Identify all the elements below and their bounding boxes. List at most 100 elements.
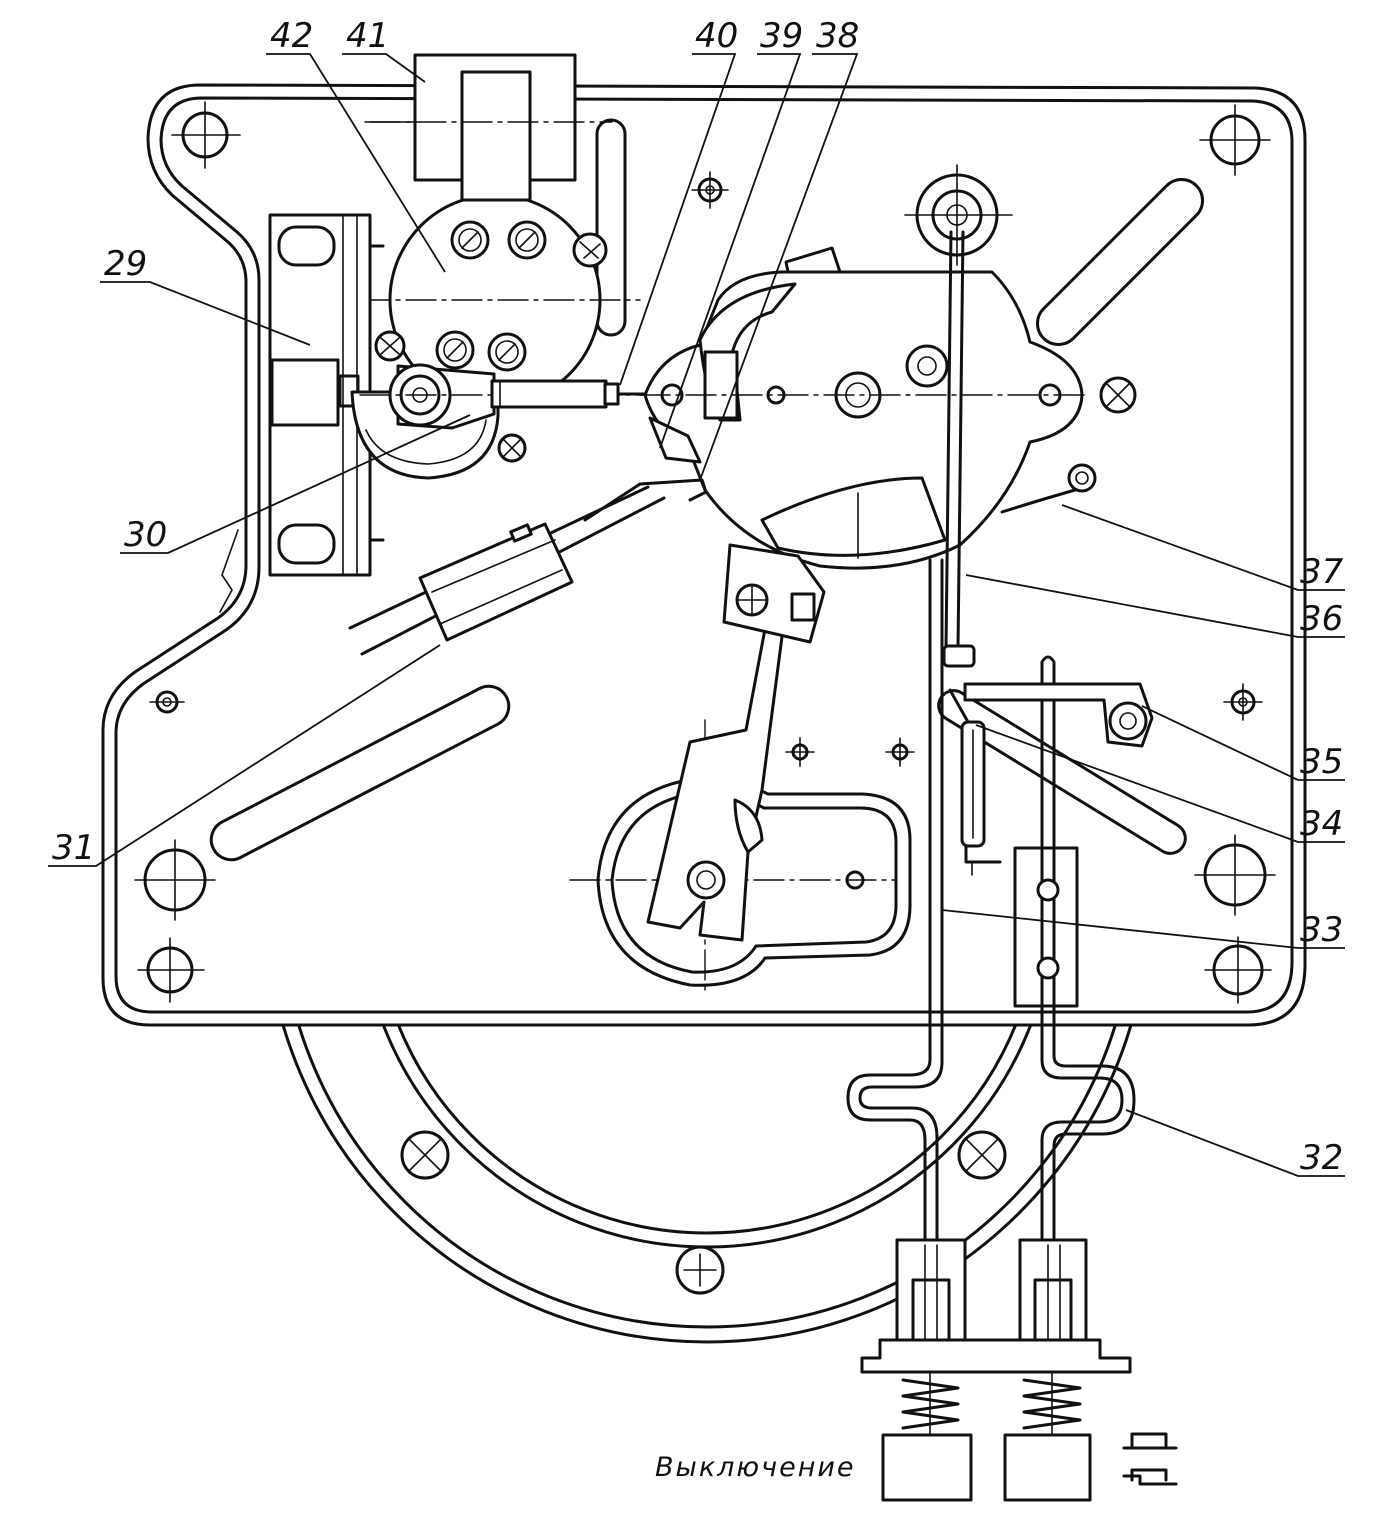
hole-top-left [171,101,241,169]
leader-30 [120,414,471,554]
left-button-cap [881,1433,973,1502]
lower-lever-notch [733,798,764,854]
callout-39: 39 [760,16,803,56]
part-40-spring-rod [490,379,650,409]
cam-hole [1038,383,1062,407]
assembly-29-block [270,358,340,427]
spring-rod-body [490,379,608,409]
part-41-clamp [364,53,613,202]
leader-38 [699,53,859,481]
part-31-switch [348,478,708,656]
small-hole-center-a [785,737,815,767]
callout-42: 42 [270,16,313,56]
disk-screw-right [957,1130,1007,1180]
leader-33 [941,909,1345,949]
small-hole-top [691,171,729,209]
pivot-inner [399,374,441,416]
leader-42 [266,53,446,273]
lever-bar [963,682,1154,748]
screw [450,220,490,260]
lower-cam-hole [845,870,865,890]
cam-hub [834,371,882,419]
switch-body-line [439,569,563,625]
disk-screws [400,1130,1007,1295]
hole-left-middle [134,839,216,921]
right-button-stem [1033,1278,1073,1347]
switch-contact [583,478,708,522]
part-35-lever-bar [948,682,1154,748]
cam-hole [766,385,786,405]
switch-body [418,522,574,642]
leader-37 [1061,504,1345,591]
plate-inner-edge [114,96,1294,1014]
screw [487,332,527,372]
plate-notch [219,529,239,613]
callout-32: 32 [1300,1138,1343,1178]
leader-39 [659,53,802,449]
callout-33: 33 [1300,910,1343,950]
small-hole-center-b [885,737,915,767]
cross-screw-right [1099,376,1137,414]
callout-35: 35 [1300,742,1343,782]
lower-lever-pivot [686,860,726,900]
cam-hole [660,383,684,407]
released-symbol [1122,1432,1178,1450]
leader-32 [1125,1109,1345,1177]
part-38-39-cam [639,246,1091,570]
slot-vertical-top [595,118,627,337]
switch-off-caption: Выключение [655,1452,856,1483]
leader-40 [619,53,737,386]
lower-lever-cam [569,543,912,991]
top-bracket-clip [790,592,816,622]
lever-bar-pivot [1108,701,1148,741]
slot-lower-left [209,684,511,862]
spring-post-inner [1075,471,1089,485]
spring-post [1067,463,1097,493]
small-hole-right [1223,683,1263,721]
mounting-holes [134,101,1276,1004]
right-guide-bracket [1013,846,1079,1008]
cam-body [643,270,1084,570]
callout-31: 31 [52,828,95,868]
screw [435,330,475,370]
callout-30: 30 [124,515,167,555]
assembly-29-top-cap [277,225,336,267]
screw [374,330,406,362]
cam-hole [905,344,949,388]
clamp-41-inner [460,70,532,202]
left-button-stem [911,1278,951,1347]
part-33-rod [846,558,944,1247]
hole-right-bottom [1204,936,1272,1004]
screw [507,220,547,260]
push-buttons [860,1238,1132,1502]
leader-34 [975,724,1345,843]
part-32-rod [1040,655,1136,1247]
spring-end [964,844,1002,864]
screw [497,433,527,463]
guide-bracket-body [1013,846,1079,1008]
screw [572,232,608,268]
lower-cam-inner [610,790,898,974]
disk-screw-bottom [675,1245,725,1295]
disk-screw-left [400,1130,450,1180]
callout-labels: 42 41 40 39 38 29 30 31 37 36 35 34 33 3… [52,16,1344,1178]
part-37-spring [1000,463,1097,514]
pressed-symbol [1122,1468,1178,1486]
leader-29 [100,281,311,346]
part-36-rod [942,230,976,668]
leader-41 [342,53,426,83]
hole-right-middle [1194,834,1276,916]
part-34-spring [960,720,1002,876]
leader-lines [48,53,1345,1177]
callout-37: 37 [1300,552,1344,592]
pulley [904,164,1013,266]
lower-lever-pivot-inner [696,870,716,890]
callout-40: 40 [695,16,738,56]
switch-body-line [431,539,556,593]
cam-sector [760,476,947,557]
callout-29: 29 [104,244,147,284]
spring-rod-tip [603,382,620,406]
hole-left-bottom [137,937,205,1003]
hole-top-right [1199,104,1271,176]
